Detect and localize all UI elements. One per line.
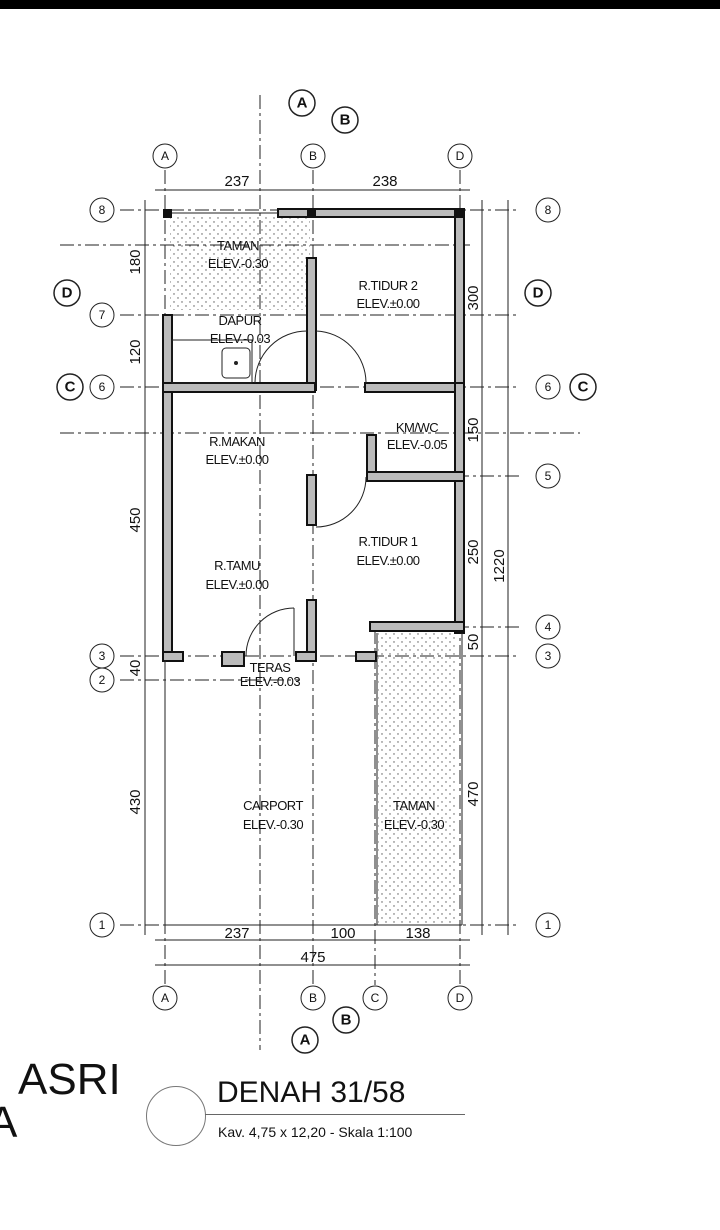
grid-label: D: [456, 149, 465, 163]
dim-right: 470: [465, 781, 482, 806]
room-name: R.TIDUR 2: [358, 278, 417, 293]
dim-left: 40: [127, 660, 144, 677]
room-name: R.TAMU: [214, 558, 260, 573]
grid-label: 8: [545, 203, 552, 217]
dim-bottom-total: 475: [300, 949, 325, 966]
grid-label: 8: [99, 203, 106, 217]
section-label: D: [533, 285, 544, 302]
dim-left: 450: [127, 507, 144, 532]
dim-left: 430: [127, 789, 144, 814]
drawing-title: DENAH 31/58: [217, 1076, 406, 1109]
room-elevation: ELEV.-0.30: [384, 817, 445, 832]
room-elevation: ELEV.-0.03: [210, 331, 271, 346]
walls: [162, 208, 465, 926]
dim-right: 300: [465, 285, 482, 310]
room-elevation: ELEV.±0.00: [205, 452, 268, 467]
room-name: TAMAN: [393, 798, 435, 813]
grid-labels: A B D A B C D 8 7 6 3 2 1 8 6 5 4 3 1: [99, 149, 552, 1005]
room-name: CARPORT: [243, 798, 303, 813]
section-markers: [53, 89, 597, 1054]
brand-text: A: [0, 1098, 18, 1147]
dim-left: 120: [127, 339, 144, 364]
section-label: B: [340, 112, 351, 129]
grid-label: C: [371, 991, 380, 1005]
room-name: R.MAKAN: [209, 434, 265, 449]
room-elevation: ELEV.-0.05: [387, 437, 448, 452]
dim-right-total: 1220: [491, 549, 508, 582]
grid-bubbles: [89, 143, 561, 1011]
dim-top: 237: [224, 173, 249, 190]
grid-label: 6: [99, 380, 106, 394]
section-label: C: [578, 379, 589, 396]
dim-right: 150: [465, 417, 482, 442]
room-elevation: ELEV.-0.30: [243, 817, 304, 832]
room-name: TERAS: [250, 660, 292, 675]
dim-top: 238: [372, 173, 397, 190]
grid-label: B: [309, 149, 317, 163]
grid-label: 6: [545, 380, 552, 394]
section-label: A: [300, 1032, 311, 1049]
section-label: C: [65, 379, 76, 396]
dim-left: 180: [127, 249, 144, 274]
room-name: KM/WC: [396, 420, 438, 435]
grid-label: 7: [99, 308, 106, 322]
room-name: TAMAN: [217, 238, 259, 253]
dimension-labels: 237 238 237 100 138 475 180 120 450 40 4…: [127, 173, 508, 966]
grid-label: 2: [99, 673, 106, 687]
grid-label: 3: [545, 649, 552, 663]
section-label: A: [297, 95, 308, 112]
dim-bottom: 100: [330, 925, 355, 942]
grid-label: 3: [99, 649, 106, 663]
section-labels: A B A B D D C C: [62, 95, 589, 1049]
room-elevation: ELEV.±0.00: [356, 296, 419, 311]
dim-right: 50: [465, 634, 482, 651]
dim-bottom: 138: [405, 925, 430, 942]
grid-label: 1: [545, 918, 552, 932]
dim-right: 250: [465, 539, 482, 564]
title-circle: [146, 1086, 206, 1146]
brand-text: ASRI: [18, 1055, 121, 1104]
title-divider: [205, 1114, 465, 1115]
grid-label: 5: [545, 469, 552, 483]
room-elevation: ELEV.±0.00: [356, 553, 419, 568]
garden-front-fill: [378, 632, 456, 924]
room-name: R.TIDUR 1: [358, 534, 417, 549]
dim-bottom: 237: [224, 925, 249, 942]
grid-label: 1: [99, 918, 106, 932]
section-label: D: [62, 285, 73, 302]
dimension-lines: [144, 189, 509, 966]
room-elevation: ELEV.-0.30: [208, 256, 269, 271]
room-elevation: ELEV.-0.03: [240, 674, 301, 689]
drawing-subtitle: Kav. 4,75 x 12,20 - Skala 1:100: [218, 1124, 413, 1140]
grid-label: A: [161, 991, 169, 1005]
grid-label: 4: [545, 620, 552, 634]
room-name: DAPUR: [218, 313, 261, 328]
status-bar: [0, 0, 720, 9]
garden-back-fill: [170, 215, 310, 310]
room-elevation: ELEV.±0.00: [205, 577, 268, 592]
room-labels: TAMAN ELEV.-0.30 DAPUR ELEV.-0.03 R.TIDU…: [205, 238, 447, 832]
grid-label: D: [456, 991, 465, 1005]
grid-label: B: [309, 991, 317, 1005]
section-label: B: [341, 1012, 352, 1029]
grid-label: A: [161, 149, 169, 163]
